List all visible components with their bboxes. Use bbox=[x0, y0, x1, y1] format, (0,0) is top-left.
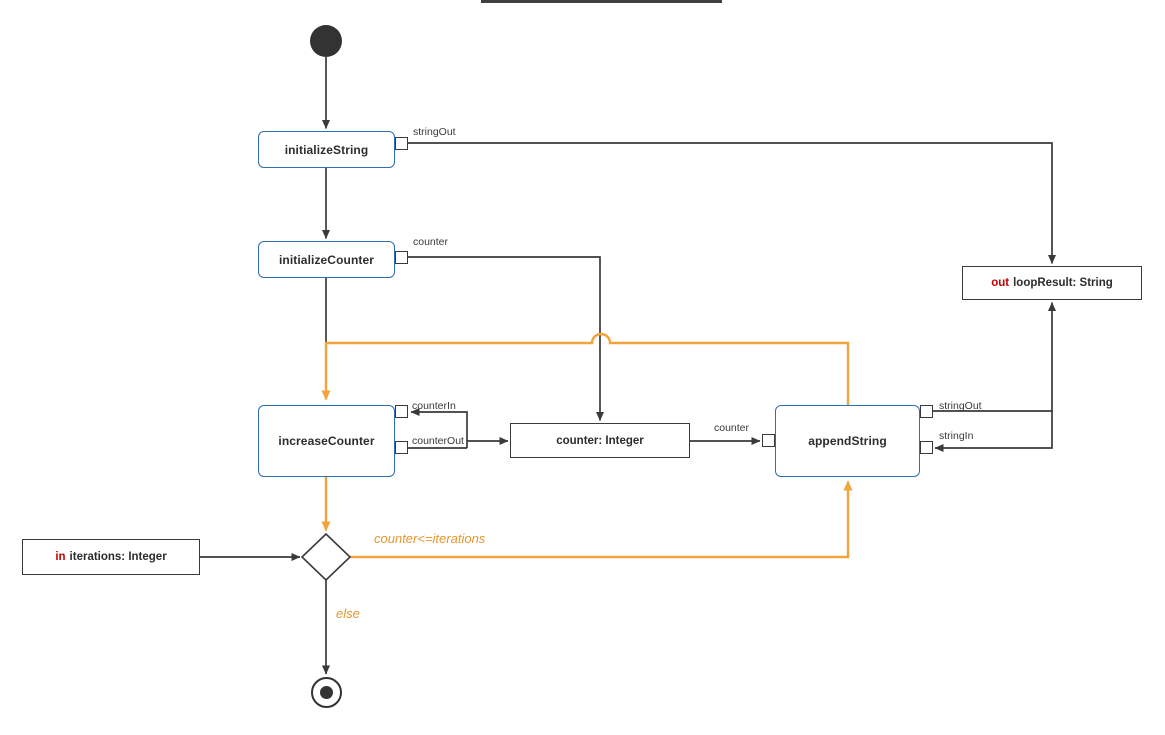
action-increasecounter-label: increaseCounter bbox=[278, 434, 375, 448]
object-counter[interactable]: counter: Integer bbox=[510, 423, 690, 458]
edge-label-counter-flow: counter bbox=[714, 422, 750, 434]
pin-appendstring-counter-in bbox=[762, 434, 775, 447]
pin-label-stringout: stringOut bbox=[413, 126, 456, 138]
pin-increasecounter-counterout bbox=[395, 441, 408, 454]
edge-stringout-to-loopresult bbox=[408, 142, 1056, 264]
action-initializestring[interactable]: initializeString bbox=[258, 131, 395, 168]
action-initializecounter[interactable]: initializeCounter bbox=[258, 241, 395, 278]
pin-label-counterin: counterIn bbox=[412, 400, 456, 412]
action-appendstring-label: appendString bbox=[808, 434, 887, 448]
pin-appendstring-stringout bbox=[920, 405, 933, 418]
pin-label-counter: counter bbox=[413, 236, 449, 248]
action-initializestring-label: initializeString bbox=[284, 142, 369, 157]
cropped-window-edge bbox=[481, 0, 722, 3]
decision-node[interactable] bbox=[300, 532, 352, 582]
param-loopresult[interactable]: out loopResult: String bbox=[962, 266, 1142, 300]
action-appendstring[interactable]: appendString bbox=[775, 405, 920, 477]
pin-initializecounter-counter bbox=[395, 251, 408, 264]
guard-else: else bbox=[336, 606, 360, 621]
object-counter-label: counter: Integer bbox=[556, 434, 644, 447]
action-increasecounter[interactable]: increaseCounter bbox=[258, 405, 395, 477]
param-iterations-keyword: in bbox=[55, 551, 66, 563]
pin-appendstring-stringin bbox=[920, 441, 933, 454]
edge-into-counterin-pin bbox=[410, 408, 468, 448]
pin-label-appendstring-stringin: stringIn bbox=[939, 430, 974, 442]
edge-counterpin-to-counterobject bbox=[408, 256, 604, 421]
edge-into-stringin-pin bbox=[934, 411, 1053, 452]
guard-loop-condition: counter<=iterations bbox=[374, 531, 486, 546]
pin-increasecounter-counterin bbox=[395, 405, 408, 418]
pin-label-counterout: counterOut bbox=[412, 435, 464, 447]
edge-loopcondition-to-appendstring bbox=[350, 480, 853, 559]
param-loopresult-label: loopResult: String bbox=[1013, 277, 1113, 289]
edge-appendstring-stringout-to-loopresult bbox=[933, 302, 1056, 412]
action-initializecounter-label: initializeCounter bbox=[278, 252, 375, 267]
param-loopresult-keyword: out bbox=[991, 277, 1010, 289]
edge-loopback-to-increasecounter bbox=[321, 332, 850, 405]
param-iterations-label: iterations: Integer bbox=[69, 551, 167, 563]
final-node[interactable] bbox=[311, 677, 342, 708]
pin-label-appendstring-stringout: stringOut bbox=[939, 400, 982, 412]
initial-node[interactable] bbox=[310, 25, 342, 57]
final-node-dot bbox=[320, 686, 333, 699]
pin-initializestring-stringout bbox=[395, 137, 408, 150]
param-iterations[interactable]: in iterations: Integer bbox=[22, 539, 200, 575]
